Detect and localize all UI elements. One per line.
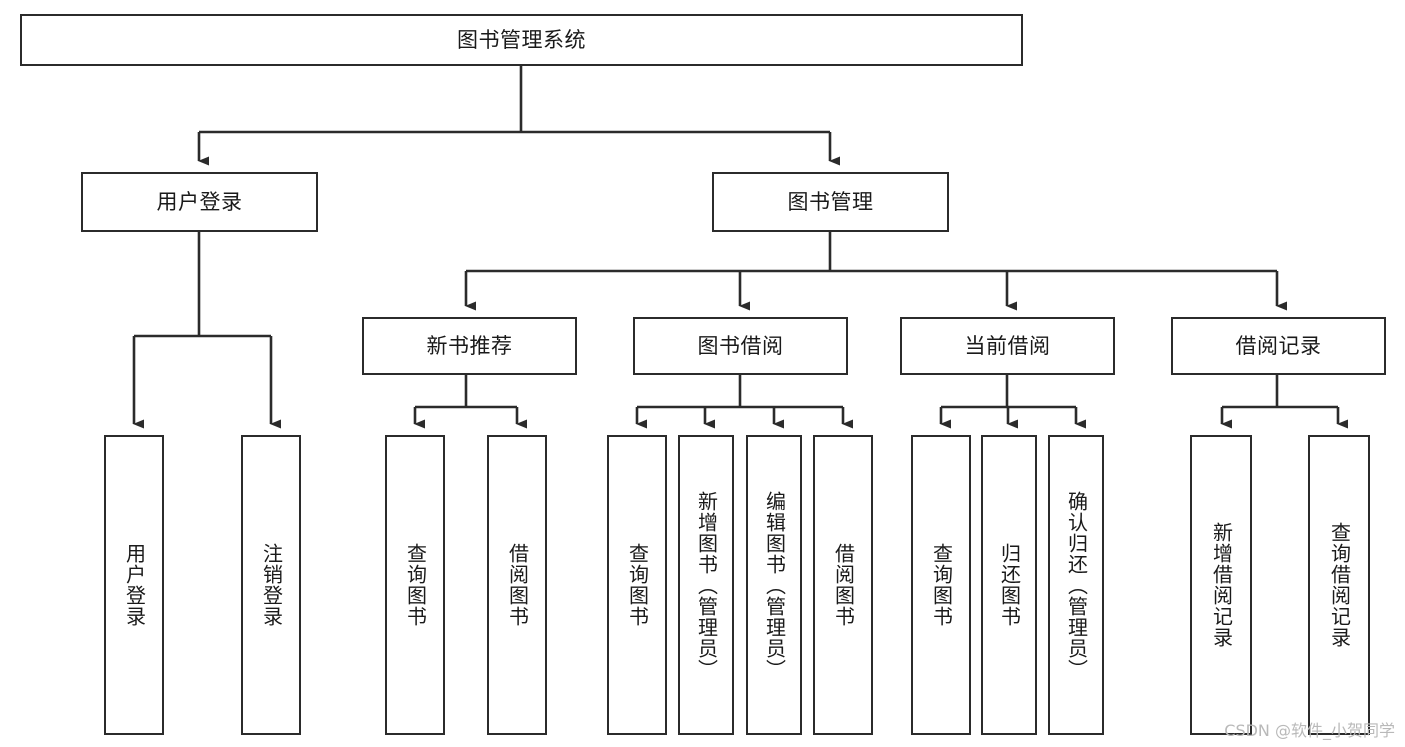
node-leaf-query-book-1-label: 查询图书 — [403, 543, 428, 627]
node-user-login-label: 用户登录 — [156, 189, 243, 214]
node-leaf-query-book-1[interactable]: 查询图书 — [385, 435, 445, 735]
node-leaf-logout[interactable]: 注销登录 — [241, 435, 301, 735]
node-current-borrow-label: 当前借阅 — [964, 333, 1051, 358]
node-leaf-add-book-label: 新增图书（管理员） — [694, 490, 719, 680]
node-leaf-return-book-label: 归还图书 — [997, 543, 1022, 627]
node-leaf-return-book[interactable]: 归还图书 — [981, 435, 1037, 735]
node-leaf-user-login-label: 用户登录 — [122, 543, 147, 627]
csdn-watermark: CSDN @软件_小贺同学 — [1224, 721, 1395, 740]
node-leaf-query-book-2[interactable]: 查询图书 — [607, 435, 667, 735]
node-user-login[interactable]: 用户登录 — [81, 172, 318, 232]
node-leaf-query-book-3[interactable]: 查询图书 — [911, 435, 971, 735]
node-root-label: 图书管理系统 — [457, 27, 586, 52]
node-leaf-add-book[interactable]: 新增图书（管理员） — [678, 435, 734, 735]
node-root[interactable]: 图书管理系统 — [20, 14, 1023, 66]
node-new-book-recommend-label: 新书推荐 — [426, 333, 513, 358]
node-leaf-add-record[interactable]: 新增借阅记录 — [1190, 435, 1252, 735]
node-leaf-user-login[interactable]: 用户登录 — [104, 435, 164, 735]
node-leaf-add-record-label: 新增借阅记录 — [1209, 522, 1234, 648]
node-book-management[interactable]: 图书管理 — [712, 172, 949, 232]
node-leaf-borrow-book-1-label: 借阅图书 — [505, 543, 530, 627]
node-book-borrow[interactable]: 图书借阅 — [633, 317, 848, 375]
node-borrow-record-label: 借阅记录 — [1235, 333, 1322, 358]
node-leaf-borrow-book-2-label: 借阅图书 — [831, 543, 856, 627]
node-leaf-confirm-return-label: 确认归还（管理员） — [1064, 490, 1089, 680]
node-new-book-recommend[interactable]: 新书推荐 — [362, 317, 577, 375]
node-leaf-query-book-3-label: 查询图书 — [929, 543, 954, 627]
node-leaf-edit-book-label: 编辑图书（管理员） — [762, 490, 787, 680]
node-leaf-confirm-return[interactable]: 确认归还（管理员） — [1048, 435, 1104, 735]
node-leaf-borrow-book-2[interactable]: 借阅图书 — [813, 435, 873, 735]
node-borrow-record[interactable]: 借阅记录 — [1171, 317, 1386, 375]
node-book-management-label: 图书管理 — [787, 189, 874, 214]
node-leaf-borrow-book-1[interactable]: 借阅图书 — [487, 435, 547, 735]
node-leaf-query-record[interactable]: 查询借阅记录 — [1308, 435, 1370, 735]
node-current-borrow[interactable]: 当前借阅 — [900, 317, 1115, 375]
node-leaf-logout-label: 注销登录 — [259, 543, 284, 627]
node-leaf-query-record-label: 查询借阅记录 — [1327, 522, 1352, 648]
node-book-borrow-label: 图书借阅 — [697, 333, 784, 358]
node-leaf-edit-book[interactable]: 编辑图书（管理员） — [746, 435, 802, 735]
node-leaf-query-book-2-label: 查询图书 — [625, 543, 650, 627]
